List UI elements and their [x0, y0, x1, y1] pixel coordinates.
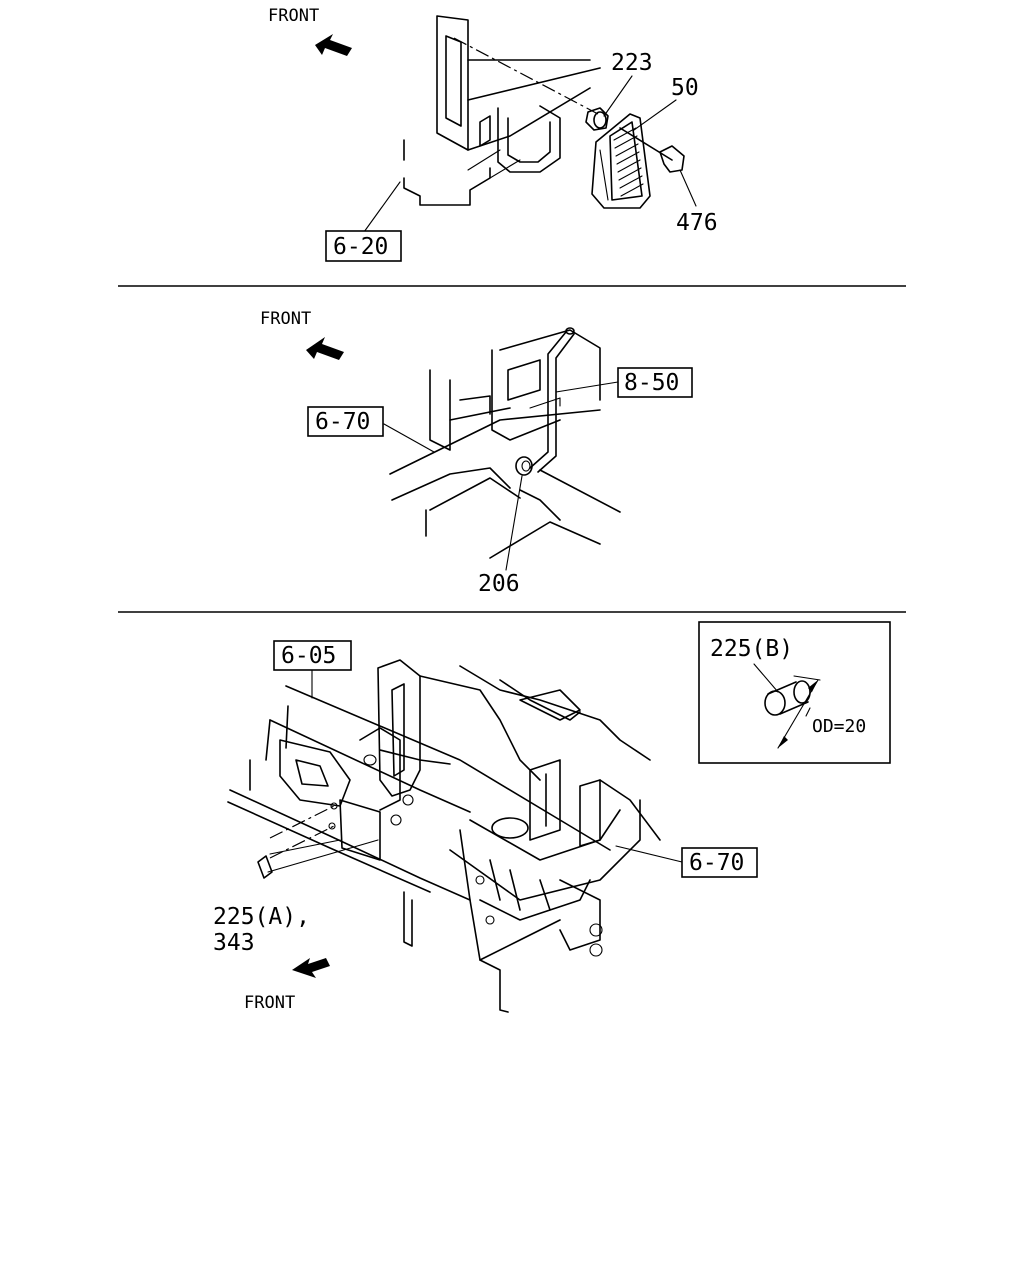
front-arrow-icon — [292, 958, 330, 978]
leader-6-20 — [363, 181, 401, 233]
leader-476 — [679, 169, 697, 207]
front-arrow-icon — [315, 34, 352, 56]
ref-label-8-50: 8-50 — [624, 370, 679, 396]
leader-225b — [753, 663, 779, 693]
tube-part-8-50 — [529, 327, 575, 473]
body-panel-drawing — [403, 15, 601, 206]
callout-225a: 225(A), — [213, 904, 310, 930]
leader-223 — [603, 75, 633, 117]
leader-6-70 — [615, 845, 683, 863]
front-arrow-icon — [306, 337, 344, 360]
assembly-line-2 — [267, 839, 379, 873]
ref-label-6-05: 6-05 — [281, 643, 336, 669]
callout-476: 476 — [676, 210, 718, 236]
panel-3: FRONT — [213, 621, 891, 1013]
front-label: FRONT — [268, 6, 319, 26]
ref-box-8-50 — [617, 367, 693, 398]
grommet-part-206 — [515, 456, 533, 476]
assembly-line — [269, 805, 335, 859]
inset-part-label: 225(B) — [710, 636, 793, 662]
callout-206: 206 — [478, 571, 520, 597]
ref-label-6-20: 6-20 — [333, 234, 388, 260]
ref-box-6-70 — [681, 847, 758, 878]
floor-structure-drawing — [389, 329, 621, 559]
ref-label-6-70: 6-70 — [315, 409, 370, 435]
leader-50 — [633, 99, 677, 131]
ref-box-6-20 — [325, 230, 402, 262]
assembly-line — [453, 37, 599, 115]
callout-50: 50 — [671, 75, 699, 101]
ref-label-6-70: 6-70 — [689, 850, 744, 876]
inset-detail-225b: 225(B) OD=20 — [698, 621, 891, 764]
leader-8-50 — [555, 381, 619, 393]
panel-1: FRONT — [268, 6, 718, 262]
inset-dimension-label: OD=20 — [812, 716, 866, 737]
plug-part-225a — [257, 855, 273, 879]
callout-343: 343 — [213, 930, 255, 956]
ref-box-6-70 — [307, 406, 384, 437]
leader-206 — [505, 475, 523, 571]
front-label: FRONT — [244, 993, 295, 1013]
grille-part-50 — [591, 113, 651, 209]
front-end-structure-drawing — [227, 659, 661, 1013]
clip-part-223 — [585, 107, 609, 131]
panel-2: FRONT 8-50 6-70 206 — [260, 309, 693, 597]
ref-box-6-05 — [273, 640, 352, 671]
screw-part-476 — [619, 127, 685, 173]
callout-223: 223 — [611, 50, 653, 76]
front-label: FRONT — [260, 309, 311, 329]
leader-6-70 — [383, 423, 435, 453]
